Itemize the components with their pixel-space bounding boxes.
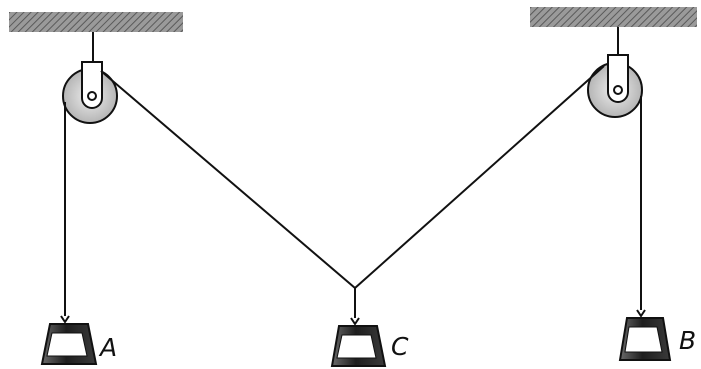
label-a: A: [98, 333, 117, 362]
right-ceiling: [530, 7, 697, 27]
mass-b: [618, 309, 672, 361]
rope-left-diagonal: [100, 70, 356, 289]
right-pulley: [587, 27, 643, 118]
left-ceiling: [9, 12, 183, 32]
left-pulley: [62, 32, 118, 124]
label-c: C: [391, 332, 409, 361]
mass-c: [330, 317, 387, 367]
mass-a: [40, 315, 98, 365]
ropes: [64, 65, 642, 318]
rope-right-diagonal: [354, 65, 605, 289]
label-b: B: [679, 326, 696, 355]
